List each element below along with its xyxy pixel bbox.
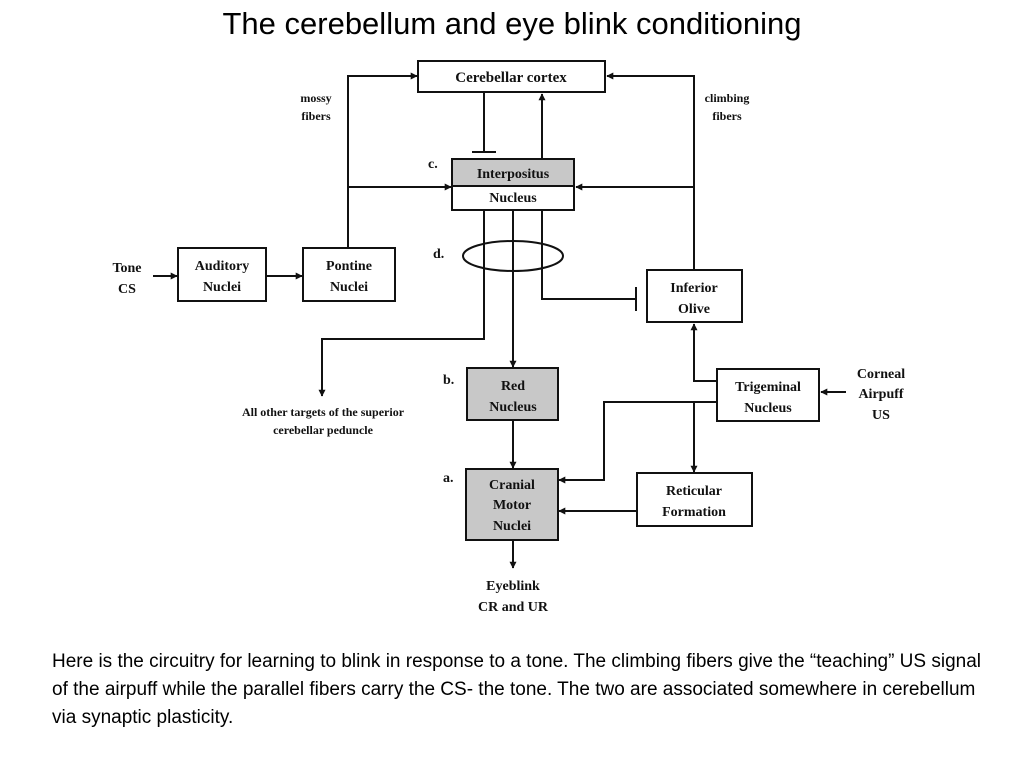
trigeminal-to-olive-arrow	[690, 323, 717, 382]
marker-d: d.	[433, 247, 444, 262]
interpositus-to-other-targets-arrow	[318, 210, 485, 397]
trigeminal-label-1: Trigeminal	[735, 380, 801, 395]
inferior-olive-label-2: Olive	[678, 302, 710, 317]
eyeblink-label-2: CR and UR	[478, 600, 549, 615]
red-nucleus-box	[466, 367, 559, 421]
mossy-fibers-label-1: mossy	[300, 91, 331, 105]
cranial-label-3: Nuclei	[493, 519, 531, 534]
reticular-label-2: Formation	[662, 505, 726, 520]
corneal-label-2: Airpuff	[858, 387, 903, 402]
corneal-label-3: US	[872, 408, 890, 423]
interpositus-box-top	[451, 158, 575, 187]
mossy-fibers-label-2: fibers	[301, 109, 331, 123]
interpositus-to-olive-inhibition	[541, 210, 636, 300]
reticular-formation-box	[636, 472, 753, 527]
cranial-label-1: Cranial	[489, 478, 535, 493]
corneal-label-1: Corneal	[857, 367, 905, 382]
pontine-label-1: Pontine	[326, 259, 372, 274]
eyeblink-circuit-diagram: Cerebellar cortex Interpositus Nucleus A…	[112, 60, 905, 615]
other-targets-label-1: All other targets of the superior	[242, 405, 405, 419]
marker-b: b.	[443, 373, 454, 388]
auditory-label-2: Nuclei	[203, 280, 241, 295]
cranial-label-2: Motor	[493, 498, 531, 513]
inferior-olive-label-1: Inferior	[670, 281, 717, 296]
cranial-motor-nuclei-box	[465, 468, 559, 541]
tone-label-1: Tone	[112, 261, 141, 276]
marker-c: c.	[428, 157, 438, 172]
pontine-label-2: Nuclei	[330, 280, 368, 295]
interpositus-label: Interpositus	[477, 167, 550, 182]
trigeminal-nucleus-box	[716, 368, 820, 422]
cerebellar-cortex-label: Cerebellar cortex	[455, 70, 567, 86]
other-targets-label-2: cerebellar peduncle	[273, 423, 374, 437]
eyeblink-label-1: Eyeblink	[486, 579, 540, 594]
marker-a: a.	[443, 471, 454, 486]
caption-text: Here is the circuitry for learning to bl…	[52, 651, 981, 728]
climbing-fibers-label-1: climbing	[705, 91, 750, 105]
tone-label-2: CS	[118, 282, 136, 297]
auditory-nuclei-box	[177, 247, 267, 302]
climbing-fibers-label-2: fibers	[712, 109, 742, 123]
red-nucleus-label-2: Nucleus	[489, 400, 537, 415]
cerebellar-cortex-box	[417, 60, 606, 93]
reticular-label-1: Reticular	[666, 484, 722, 499]
auditory-label-1: Auditory	[195, 259, 249, 274]
interpositus-nucleus-label: Nucleus	[489, 191, 537, 206]
inferior-olive-box	[646, 269, 743, 323]
interpositus-box-bottom	[451, 185, 575, 211]
red-nucleus-label-1: Red	[501, 379, 525, 394]
trigeminal-to-cranial-arrow	[558, 401, 717, 484]
slide-title: The cerebellum and eye blink conditionin…	[222, 6, 802, 41]
trigeminal-label-2: Nucleus	[744, 401, 792, 416]
